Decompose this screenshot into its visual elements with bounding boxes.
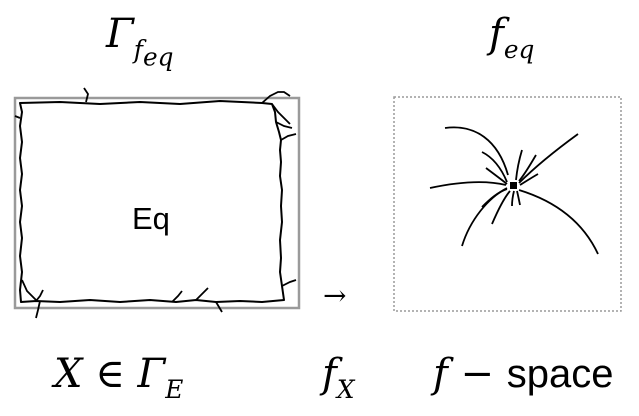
boundary-escape-path <box>275 121 293 129</box>
boundary-escape-path <box>83 87 89 103</box>
boundary-escape-path <box>35 289 44 302</box>
convergent-trajectory <box>481 151 508 183</box>
boundary-escape-path <box>215 301 223 313</box>
equilibrium-point <box>510 182 517 189</box>
boundary-escape-path <box>35 300 41 319</box>
region-eq-label: Eq <box>132 201 170 236</box>
convergent-trajectory <box>429 181 507 189</box>
x-in-gamma-e-label: X ∈ ΓE <box>54 351 184 405</box>
convergent-trajectory <box>481 188 508 208</box>
boundary-escape-path <box>21 279 37 301</box>
feq-label: feq <box>489 11 535 65</box>
mapping-arrow: → <box>323 279 347 312</box>
boundary-escape-path <box>14 115 21 119</box>
convergent-trajectory <box>485 167 508 185</box>
boundary-escape-path <box>271 103 291 125</box>
boundary-escape-path <box>261 91 291 104</box>
gamma-feq-label: Γfeq <box>106 11 174 72</box>
convergent-trajectory <box>516 190 521 206</box>
f-x-label: fX <box>322 351 355 405</box>
convergent-trajectory <box>519 173 539 186</box>
boundary-escape-path <box>280 133 297 141</box>
convergent-trajectory <box>515 149 523 181</box>
convergent-trajectory <box>518 189 599 255</box>
convergent-trajectory <box>444 126 509 176</box>
boundary-escape-path <box>171 290 183 303</box>
equilibrium-region-outline <box>19 100 285 303</box>
f-space-frame <box>393 96 622 312</box>
convergent-trajectory <box>491 190 511 225</box>
f-space-label: f − space <box>433 351 614 397</box>
boundary-escape-path <box>195 287 209 301</box>
gamma-e-frame <box>13 96 301 310</box>
convergent-trajectory <box>461 187 508 247</box>
convergent-trajectory <box>518 133 579 184</box>
convergent-trajectory <box>518 154 537 182</box>
convergent-trajectory <box>511 190 515 207</box>
boundary-escape-path <box>281 279 297 287</box>
